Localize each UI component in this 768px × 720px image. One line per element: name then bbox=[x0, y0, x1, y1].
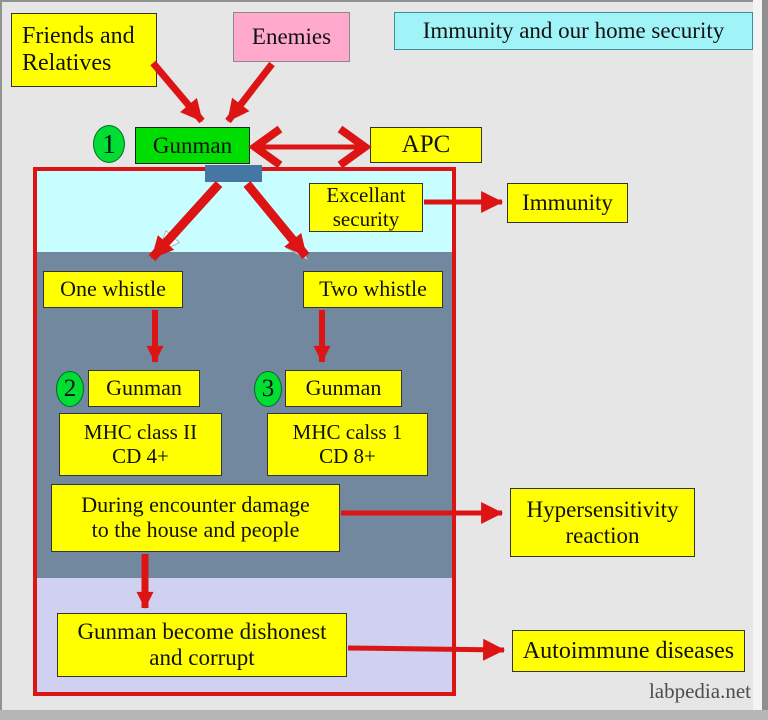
arrow-friends-to-gunman bbox=[150, 60, 205, 124]
two-whistle-box: Two whistle bbox=[303, 271, 443, 308]
watermark-text: labpedia.net bbox=[648, 679, 751, 703]
gunman-1-box: Gunman bbox=[135, 127, 250, 164]
frame-bottom-strip bbox=[0, 710, 768, 720]
encounter-damage-box: During encounter damage to the house and… bbox=[51, 484, 340, 552]
frame-left-edge bbox=[0, 0, 2, 720]
frame-right-white-strip bbox=[753, 0, 762, 720]
excellent-security-box: Excellant security bbox=[309, 183, 423, 232]
mhc-class-2-box: MHC class II CD 4+ bbox=[59, 413, 222, 476]
gunman-3-box: Gunman bbox=[285, 370, 402, 407]
step-3-badge: 3 bbox=[254, 371, 282, 407]
step-1-badge: 1 bbox=[93, 125, 125, 163]
double-arrow-gunman-apc bbox=[248, 125, 372, 169]
gunman-2-box: Gunman bbox=[88, 370, 200, 407]
arrow-enemies-to-gunman bbox=[225, 61, 275, 124]
hypersensitivity-box: Hypersensitivity reaction bbox=[510, 488, 695, 557]
friends-relatives-box: Friends and Relatives bbox=[11, 13, 157, 87]
mhc-class-1-box: MHC calss 1 CD 8+ bbox=[267, 413, 428, 476]
enemies-box: Enemies bbox=[233, 12, 350, 62]
frame-top-edge bbox=[0, 0, 768, 2]
step-2-badge: 2 bbox=[56, 371, 84, 407]
gunman-dishonest-box: Gunman become dishonest and corrupt bbox=[57, 613, 347, 677]
one-whistle-box: One whistle bbox=[43, 271, 183, 308]
frame-right-edge bbox=[762, 0, 768, 720]
immunity-box: Immunity bbox=[507, 183, 628, 223]
house-door bbox=[205, 165, 262, 182]
autoimmune-box: Autoimmune diseases bbox=[512, 630, 745, 672]
apc-box: APC bbox=[370, 127, 482, 163]
diagram-title: Immunity and our home security bbox=[394, 12, 753, 50]
